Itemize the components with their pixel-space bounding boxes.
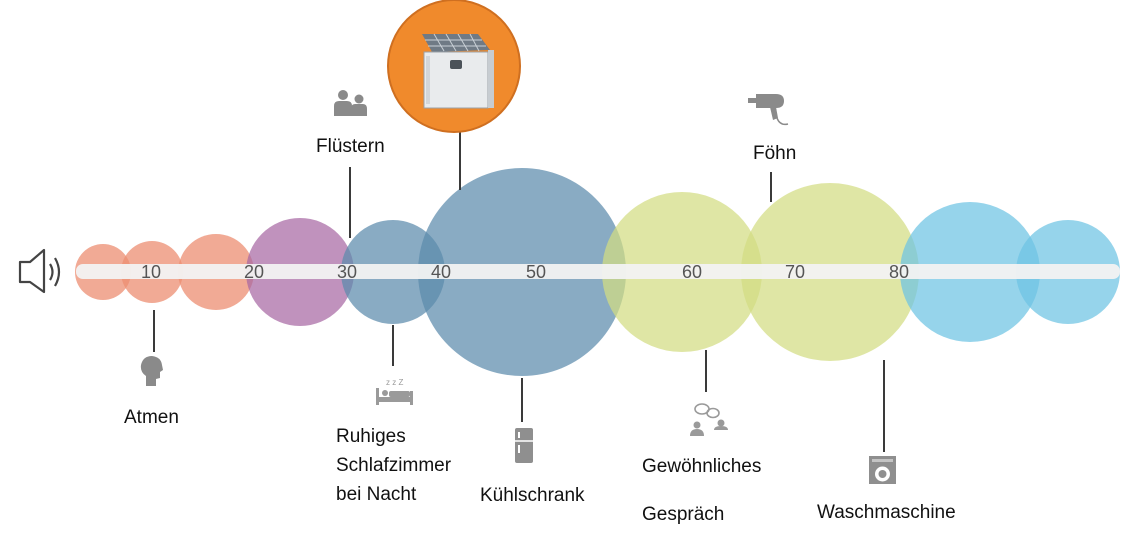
tick-label: 20 xyxy=(244,262,264,282)
bed-icon: z z Z xyxy=(376,378,413,405)
tick-label: 30 xyxy=(337,262,357,282)
tick-label: 40 xyxy=(431,262,451,282)
fridge-icon xyxy=(515,428,533,463)
head-icon xyxy=(140,356,163,386)
solar-generator-box-icon xyxy=(387,0,521,133)
tick-label: 50 xyxy=(526,262,546,282)
label-breathing: Atmen xyxy=(124,407,179,428)
label-hairdryer: Föhn xyxy=(753,143,797,164)
scale-bar xyxy=(76,264,1120,279)
washing-machine-icon xyxy=(869,456,896,484)
label-washing-machine: Waschmaschine xyxy=(817,502,956,523)
label-whisper: Flüstern xyxy=(316,136,385,157)
label-quiet-bedroom-2: Schlafzimmer xyxy=(336,455,452,476)
tick-label: 70 xyxy=(785,262,805,282)
hairdryer-icon xyxy=(748,94,789,126)
people-icon xyxy=(334,90,367,116)
label-conversation-1: Gewöhnliches xyxy=(642,456,762,477)
speaker-icon xyxy=(18,248,61,294)
label-fridge: Kühlschrank xyxy=(480,485,585,506)
connector-lines xyxy=(153,132,885,452)
svg-text:z z Z: z z Z xyxy=(386,378,403,387)
label-quiet-bedroom-3: bei Nacht xyxy=(336,484,417,505)
tick-label: 10 xyxy=(141,262,161,282)
label-conversation-2: Gespräch xyxy=(642,504,725,525)
chat-people-icon xyxy=(690,403,728,436)
tick-label: 60 xyxy=(682,262,702,282)
label-quiet-bedroom-1: Ruhiges xyxy=(336,426,406,447)
scale-ticks: 10 20 30 40 50 60 70 80 xyxy=(141,262,909,282)
tick-label: 80 xyxy=(889,262,909,282)
